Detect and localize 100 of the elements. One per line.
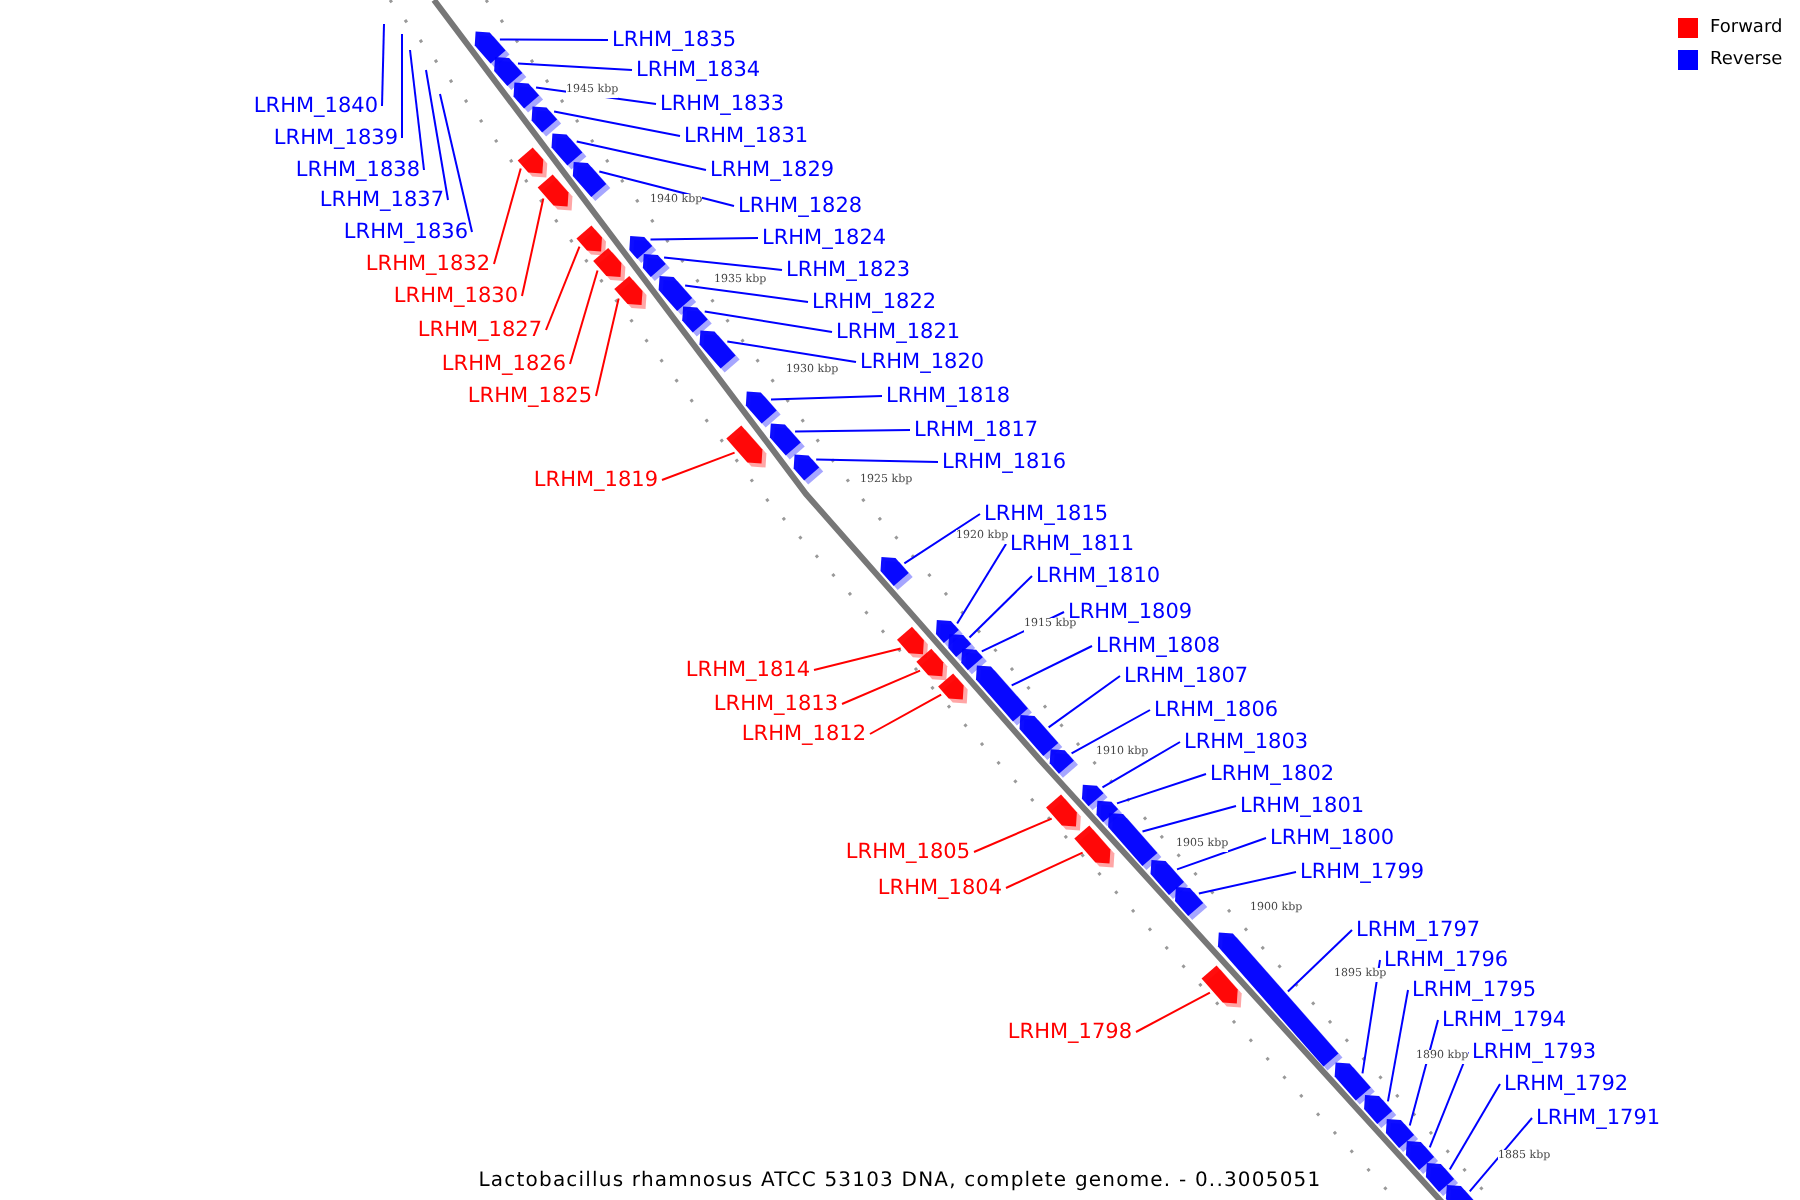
gene-bar	[1019, 715, 1063, 761]
leader-line	[595, 297, 620, 397]
leader-line	[439, 93, 473, 233]
leader-line	[1361, 959, 1381, 1075]
leader-line	[1047, 675, 1121, 729]
leader-line	[409, 49, 425, 171]
gene-bar	[1150, 860, 1188, 900]
leader-line	[1428, 1051, 1469, 1149]
gene-label: LRHM_1791	[1536, 1105, 1661, 1131]
gene-label: LRHM_1794	[1442, 1007, 1567, 1033]
gene-bar	[1081, 784, 1108, 811]
gene-label: LRHM_1823	[786, 257, 911, 283]
leader-line	[1141, 805, 1237, 833]
gene-bar	[614, 275, 647, 309]
gene-label: LRHM_1835	[612, 27, 737, 53]
leader-line	[521, 197, 545, 297]
gene-bar	[975, 665, 1032, 726]
leader-line	[1386, 989, 1409, 1103]
gene-bar	[1108, 813, 1162, 871]
caption: Lactobacillus rhamnosus ATCC 53103 DNA, complete genome. - 0..3005051	[478, 1170, 1322, 1192]
gene-label: LRHM_1795	[1412, 977, 1537, 1003]
gene-label: LRHM_1817	[914, 417, 1039, 443]
gene-bar	[576, 225, 606, 256]
gene-label: LRHM_1821	[836, 319, 961, 345]
gene-label: LRHM_1829	[710, 157, 835, 183]
gene-bar	[551, 133, 587, 170]
leader-line	[598, 170, 735, 207]
gene-bar	[1385, 1119, 1419, 1153]
leader-line	[684, 284, 809, 303]
leader-line	[1135, 991, 1211, 1033]
gene-bar	[1334, 1062, 1375, 1105]
gene-bar	[629, 236, 657, 264]
gene-label: LRHM_1807	[1124, 663, 1249, 689]
gene-label: LRHM_1839	[273, 125, 398, 151]
gene-bar	[793, 454, 824, 485]
gene-label: LRHM_1838	[295, 157, 420, 183]
gene-bar	[517, 147, 548, 178]
gene-label: LRHM_1798	[1007, 1019, 1132, 1045]
gene-label: LRHM_1840	[253, 93, 378, 119]
leader-line	[401, 33, 403, 139]
gene-bar	[938, 673, 968, 704]
leader-line	[553, 110, 681, 137]
leader-line	[649, 237, 759, 241]
gene-bar	[494, 57, 527, 91]
leader-line	[575, 140, 707, 171]
gene-bar	[593, 247, 626, 281]
gene-label: LRHM_1832	[365, 251, 490, 277]
gene-label: LRHM_1793	[1472, 1039, 1597, 1065]
gene-label: LRHM_1814	[685, 657, 810, 683]
legend-label: Forward	[1710, 17, 1783, 39]
gene-label: LRHM_1822	[812, 289, 937, 315]
leader-line	[1448, 1083, 1501, 1171]
gene-label: LRHM_1834	[636, 57, 761, 83]
leader-line	[1408, 1019, 1439, 1127]
gene-bar	[745, 391, 781, 428]
gene-bar	[531, 106, 562, 137]
gene-label: LRHM_1831	[684, 123, 809, 149]
gene-label: LRHM_1827	[417, 317, 542, 343]
gene-label: LRHM_1808	[1096, 633, 1221, 659]
leader-line	[869, 693, 943, 735]
gene-label: LRHM_1815	[984, 501, 1109, 527]
leader-line	[516, 62, 633, 71]
leader-line	[973, 817, 1053, 853]
gene-label: LRHM_1828	[738, 193, 863, 219]
gene-bar	[658, 276, 697, 316]
leader-line	[703, 310, 833, 333]
gene-label: LRHM_1802	[1210, 761, 1335, 787]
gene-bar	[682, 306, 712, 337]
gene-label: LRHM_1825	[467, 383, 592, 409]
gene-label: LRHM_1816	[942, 449, 1067, 475]
leader-line	[1070, 709, 1151, 755]
gene-label: LRHM_1837	[319, 187, 444, 213]
leader-line	[663, 256, 783, 271]
gene-bar	[726, 425, 767, 468]
gene-bar	[1175, 887, 1208, 921]
gene-bar	[1405, 1141, 1439, 1175]
leader-line	[794, 429, 911, 433]
leader-line	[968, 575, 1033, 639]
leader-line	[661, 451, 736, 481]
gene-label: LRHM_1830	[393, 283, 518, 309]
leader-line	[569, 269, 599, 365]
gene-label: LRHM_1819	[533, 467, 658, 493]
gene-bar	[769, 423, 805, 460]
gene-label: LRHM_1824	[762, 225, 887, 251]
gene-bar	[1364, 1095, 1397, 1129]
gene-bar	[537, 174, 573, 211]
gene-label: LRHM_1800	[1270, 825, 1395, 851]
gene-label: LRHM_1833	[660, 91, 785, 117]
leader-line	[1286, 929, 1353, 993]
gene-bar	[1074, 825, 1115, 868]
gene-label: LRHM_1811	[1010, 531, 1135, 557]
gene-bar	[1049, 749, 1078, 778]
gene-label: LRHM_1801	[1240, 793, 1365, 819]
leader-line	[498, 38, 609, 41]
gene-label: LRHM_1813	[713, 691, 838, 717]
gene-label: LRHM_1806	[1154, 697, 1279, 723]
leader-line	[903, 513, 981, 565]
gene-bar	[1425, 1163, 1459, 1197]
leader-line	[1176, 837, 1267, 871]
gene-bar	[897, 626, 928, 659]
